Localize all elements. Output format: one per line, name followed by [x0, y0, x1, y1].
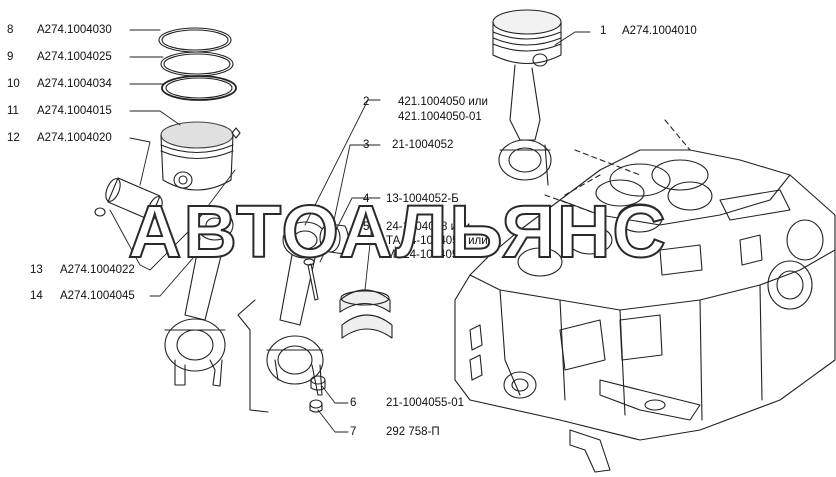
callout-6-num: 6: [350, 397, 357, 409]
callout-13-num: 13: [30, 264, 43, 276]
piston-assembly-1: [492, 9, 562, 186]
callout-14-part: А274.1004045: [60, 290, 135, 302]
callout-1-num: 1: [600, 25, 607, 37]
washer-7: [309, 399, 323, 413]
callout-2-part-alt: 421.1004050-01: [398, 111, 482, 123]
group-bracket: [237, 299, 269, 413]
piston-11: [160, 121, 241, 191]
nut-6: [310, 375, 326, 391]
leader-lines: [109, 29, 591, 433]
callout-5-part: 24-1004058 или: [386, 221, 471, 233]
callout-14-num: 14: [30, 290, 43, 302]
callout-5-num: 5: [363, 221, 370, 233]
bolt-4: [303, 258, 319, 301]
callout-4-num: 4: [363, 193, 370, 205]
callout-9-part: А274.1004025: [37, 51, 112, 63]
callout-9-num: 9: [7, 51, 14, 63]
callout-8-num: 8: [7, 24, 14, 36]
callout-4-part: 13-1004052-Б: [386, 193, 459, 205]
callout-11-part: А274.1004015: [37, 105, 112, 117]
callout-2-num: 2: [363, 96, 370, 108]
callout-6-part: 21-1004055-01: [386, 397, 465, 409]
piston-pin-12: [94, 177, 163, 221]
callout-7-part: 292 758-П: [386, 426, 440, 438]
piston-rings: [158, 27, 237, 101]
callout-5-part-alt1: ТА 24-1004058 или: [386, 235, 488, 247]
callout-10-part: А274.1004034: [37, 78, 112, 90]
callout-11-num: 11: [7, 105, 19, 117]
callout-3-num: 3: [363, 139, 370, 151]
callout-2-part: 421.1004050 или: [398, 96, 488, 108]
connecting-rod-2: [266, 221, 328, 396]
watermark: АВТОАЛЬЯНС: [127, 190, 668, 273]
assembly-guide-lines: [544, 119, 691, 216]
callout-13-part: А274.1004022: [60, 264, 135, 276]
callout-10-num: 10: [7, 78, 20, 90]
callout-12-part: А274.1004020: [37, 132, 112, 144]
callout-8-part: А274.1004030: [37, 24, 112, 36]
callout-7-num: 7: [350, 426, 357, 438]
callout-1-part: А274.1004010: [622, 25, 697, 37]
callout-3-part: 21-1004052: [392, 139, 454, 151]
bearing-shells-5: [339, 289, 393, 339]
mounting-bracket: [569, 429, 611, 473]
cylinder-bore-1: [517, 247, 563, 277]
connecting-rod-14: [164, 209, 234, 387]
cylinder-block: [454, 149, 836, 473]
callout-12-num: 12: [7, 132, 20, 144]
callout-5-part-alt2: МА24-1004058: [386, 249, 465, 261]
